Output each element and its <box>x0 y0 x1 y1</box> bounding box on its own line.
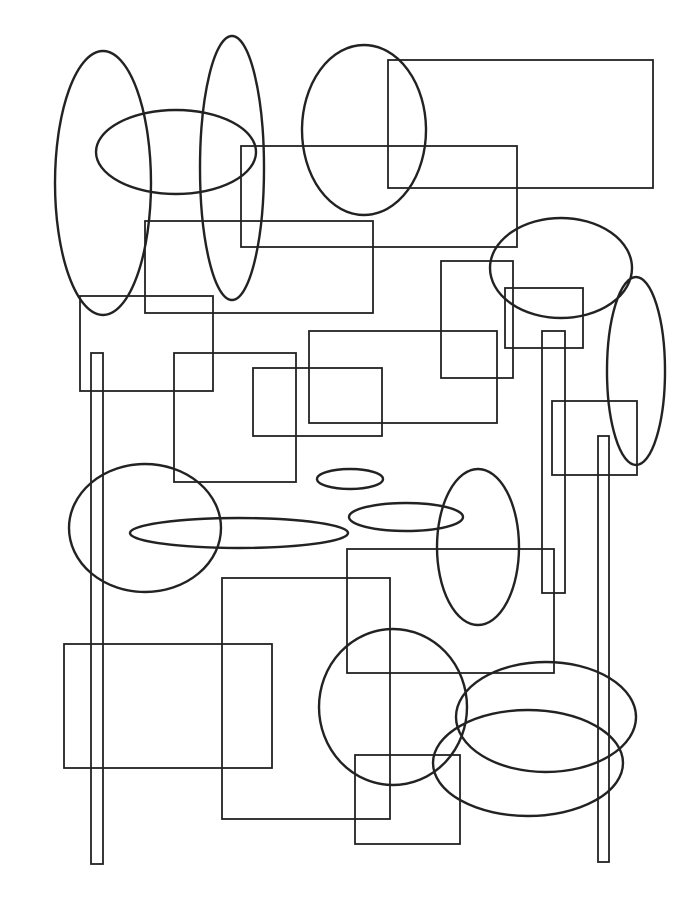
ellipse-top-center <box>300 43 428 217</box>
rect-left-small <box>79 295 214 392</box>
rect-bottom-square <box>354 754 461 845</box>
bar-right-middle-vertical <box>541 330 566 594</box>
ellipse-flat-center <box>347 501 465 533</box>
ellipse-group <box>53 34 667 818</box>
bar-left-vertical <box>90 352 104 865</box>
ellipse-small-flat <box>315 467 385 491</box>
rect-left-middle <box>173 352 297 483</box>
rect-bottom-left <box>63 643 273 769</box>
rect-center-small <box>252 367 383 437</box>
rect-top-right <box>387 59 654 189</box>
rect-bottom-center-tall <box>221 577 391 820</box>
rectangle-group <box>63 59 654 845</box>
ellipse-bottom-right-upper <box>454 660 638 774</box>
bar-group <box>90 330 610 865</box>
ellipse-right-upper <box>488 216 634 320</box>
ellipse-tall-second <box>198 34 266 302</box>
bar-right-vertical <box>597 435 610 863</box>
rect-upper-left <box>144 220 374 314</box>
ellipse-right-tall <box>605 275 667 467</box>
ellipse-left-middle <box>67 462 223 594</box>
ellipse-center-tall <box>435 467 521 627</box>
ellipse-flat-long <box>128 516 350 550</box>
rect-right-box <box>551 400 638 476</box>
rect-top-center-wide <box>240 145 518 248</box>
ellipse-circle-bottom <box>317 627 469 787</box>
rect-right-narrow <box>440 260 514 379</box>
ellipse-wide-top-left <box>94 108 258 196</box>
rect-right-small <box>504 287 584 349</box>
ellipse-bottom-right-lower <box>431 708 625 818</box>
rect-center-wide <box>308 330 498 424</box>
rect-center-lower <box>346 548 555 674</box>
ellipse-tall-left <box>53 49 153 317</box>
